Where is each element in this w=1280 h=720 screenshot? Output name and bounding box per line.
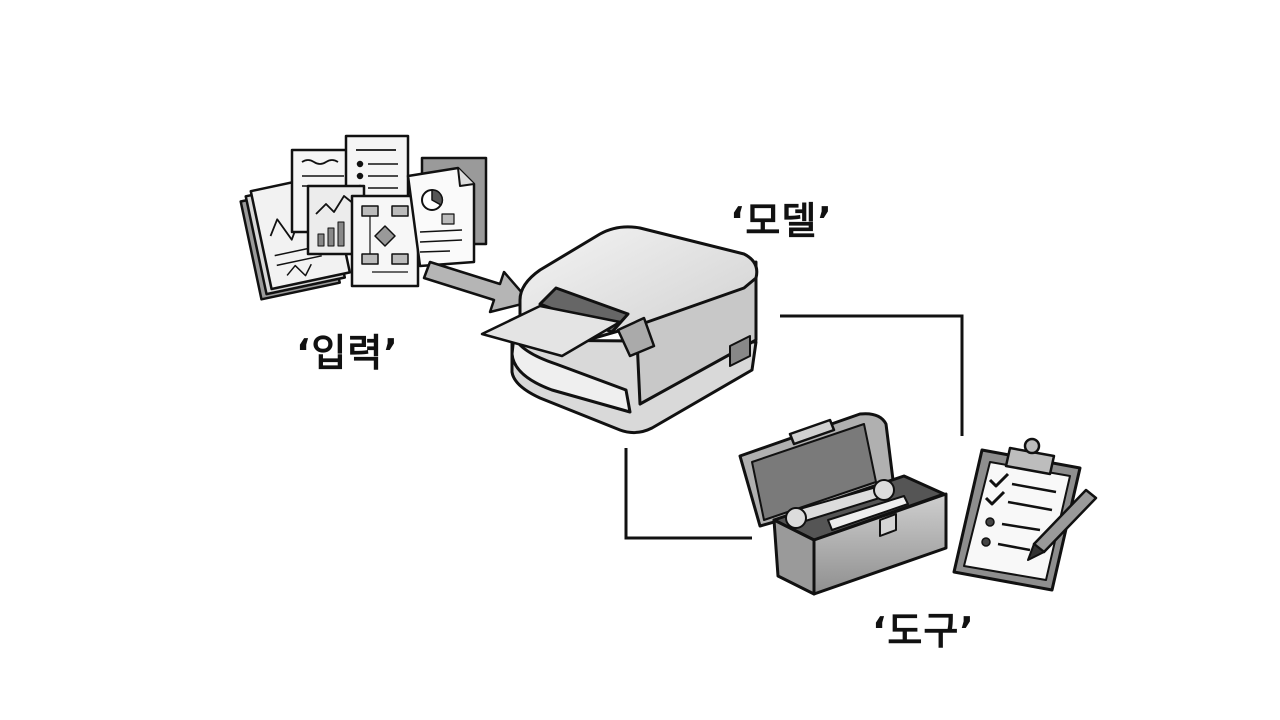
connector-lines bbox=[624, 314, 964, 540]
connector-model-to-toolbox bbox=[624, 448, 752, 540]
model-label: ‘모델’ bbox=[730, 199, 833, 243]
tools-label: ‘도구’ bbox=[872, 609, 975, 653]
pen-icon bbox=[1027, 488, 1098, 561]
toolbox-icon bbox=[738, 412, 948, 596]
input-label: ‘입력’ bbox=[296, 331, 399, 375]
documents-stack-icon bbox=[239, 134, 488, 301]
paper-sheet bbox=[480, 304, 622, 358]
arrow-icon bbox=[422, 260, 532, 314]
connector-model-to-clipboard bbox=[780, 314, 964, 436]
wrench-icon bbox=[785, 479, 909, 531]
